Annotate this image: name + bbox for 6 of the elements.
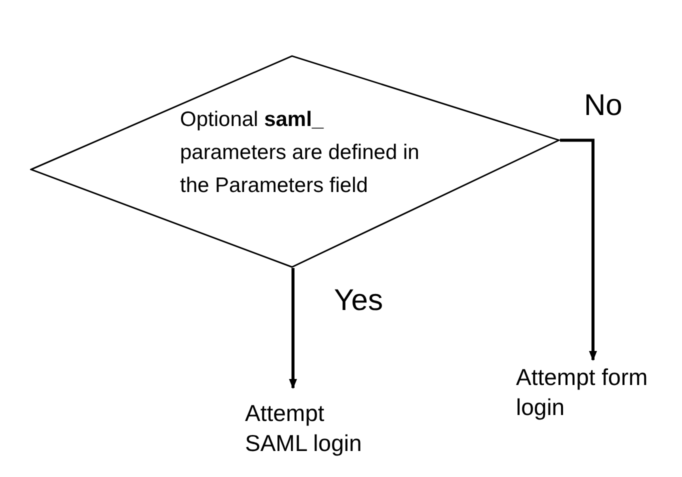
arrow [289, 268, 297, 389]
outcome-text: Attempt SAML login [245, 398, 375, 458]
arrow [560, 138, 597, 361]
outcome-text: Attempt form login [516, 362, 656, 422]
condition-text: Optional saml_ parameters are defined in the Parameters field [180, 107, 420, 199]
decision-diamond [30, 55, 560, 268]
